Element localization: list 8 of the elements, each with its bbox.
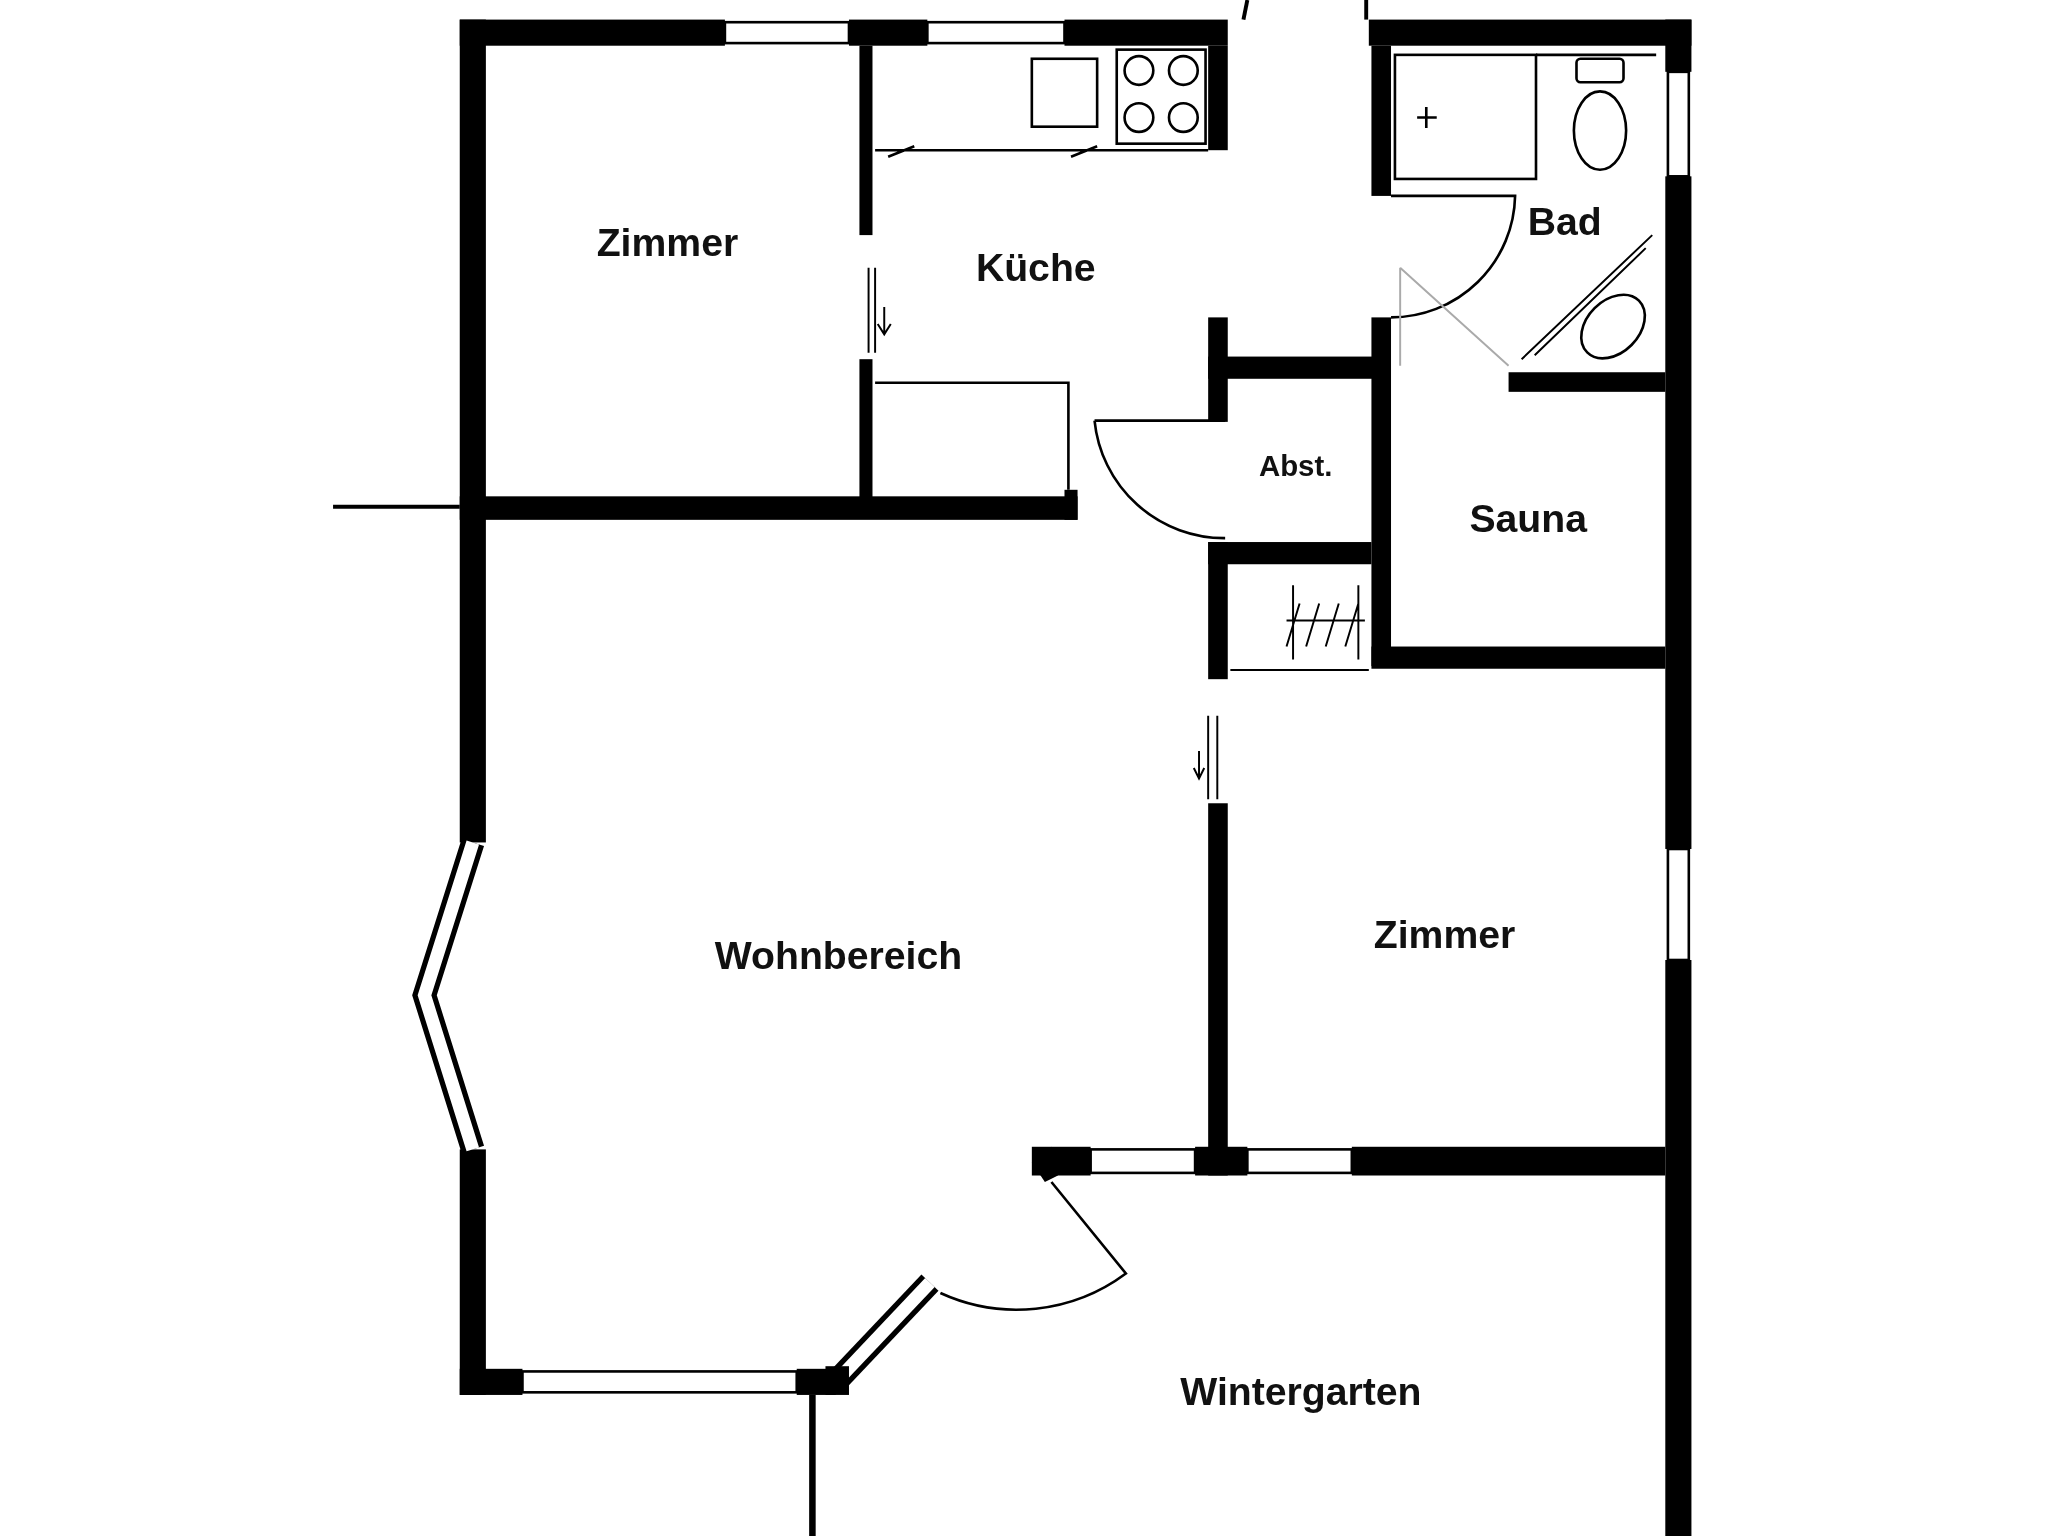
room-label: Sauna [1469, 496, 1587, 541]
room-label: Wintergarten [1180, 1370, 1422, 1415]
room-label: Zimmer [596, 220, 739, 265]
room-label: Bad [1527, 200, 1602, 245]
room-label: Zimmer [1373, 913, 1516, 958]
room-label: Küche [975, 245, 1096, 290]
room-label: Wohnbereich [714, 934, 963, 979]
room-label: Abst. [1258, 449, 1333, 484]
